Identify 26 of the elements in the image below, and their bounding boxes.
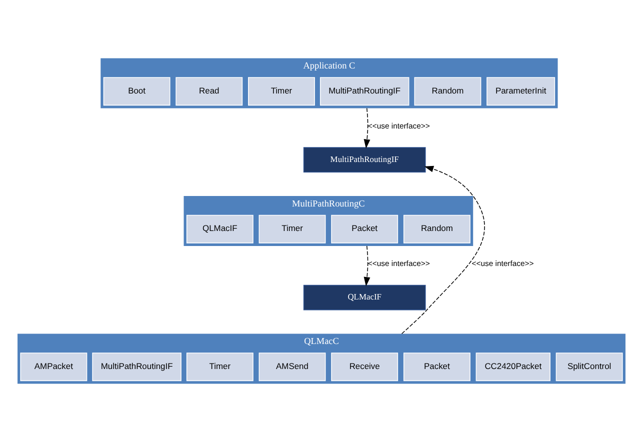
node-box: MultiPathRoutingIF xyxy=(320,76,410,106)
node-box: CC2420Packet xyxy=(476,352,550,381)
arrow xyxy=(401,165,485,334)
node-box: Timer xyxy=(248,76,315,106)
node-box: MultiPathRoutingIF xyxy=(92,352,182,381)
node-box: MultiPathRoutingIF xyxy=(303,146,426,172)
node-box: Timer xyxy=(186,352,254,381)
node-box: AMSend xyxy=(258,352,326,381)
node-box: Packet xyxy=(403,352,470,381)
node-box: ParameterInit xyxy=(486,76,556,106)
edge-label: <<use interface>> xyxy=(368,258,430,268)
node-box: Random xyxy=(403,214,470,243)
node-box: Read xyxy=(176,76,243,106)
node-box: Random xyxy=(414,76,482,106)
node-box: Receive xyxy=(331,352,398,381)
node-box: Boot xyxy=(103,76,170,106)
arrow xyxy=(364,245,370,286)
node-box: SplitControl xyxy=(556,352,623,381)
arrow xyxy=(364,107,370,148)
node-box: Packet xyxy=(331,214,398,243)
node-box: AMPacket xyxy=(20,352,88,381)
node-box: QLMacIF xyxy=(186,214,254,243)
edge-label: <<use interface>> xyxy=(368,120,430,130)
node-box: QLMacIF xyxy=(303,284,426,310)
edge-label: <<use interface>> xyxy=(472,258,534,268)
node-box: Timer xyxy=(258,214,326,243)
